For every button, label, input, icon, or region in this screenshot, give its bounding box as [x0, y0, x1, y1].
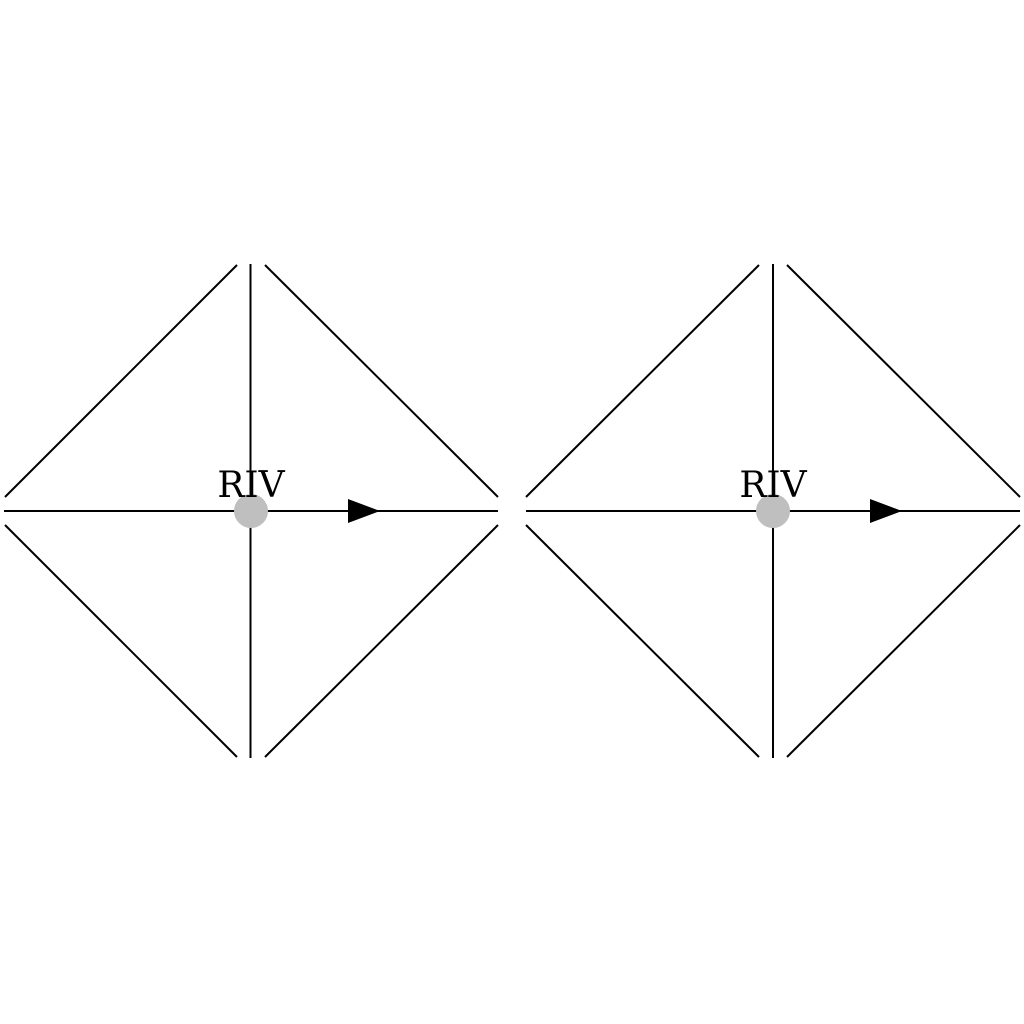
- diagram-right: RIV: [525, 264, 1021, 758]
- edge-lower-right: [264, 524, 499, 758]
- vertex-dot: [234, 494, 268, 528]
- vertex-label: RIV: [739, 465, 807, 506]
- diagram-left: RIV: [4, 264, 499, 758]
- edge-upper-right: [786, 264, 1021, 498]
- edge-upper-right: [264, 264, 499, 498]
- edge-lower-left: [525, 524, 760, 758]
- arrow-head-right: [870, 499, 902, 523]
- edge-upper-left: [525, 264, 760, 498]
- vertex-label: RIV: [217, 465, 285, 506]
- arrow-head-right: [348, 499, 380, 523]
- edge-lower-left: [4, 524, 238, 758]
- edge-lower-right: [786, 524, 1021, 758]
- edge-upper-left: [4, 264, 238, 498]
- vertex-dot: [756, 494, 790, 528]
